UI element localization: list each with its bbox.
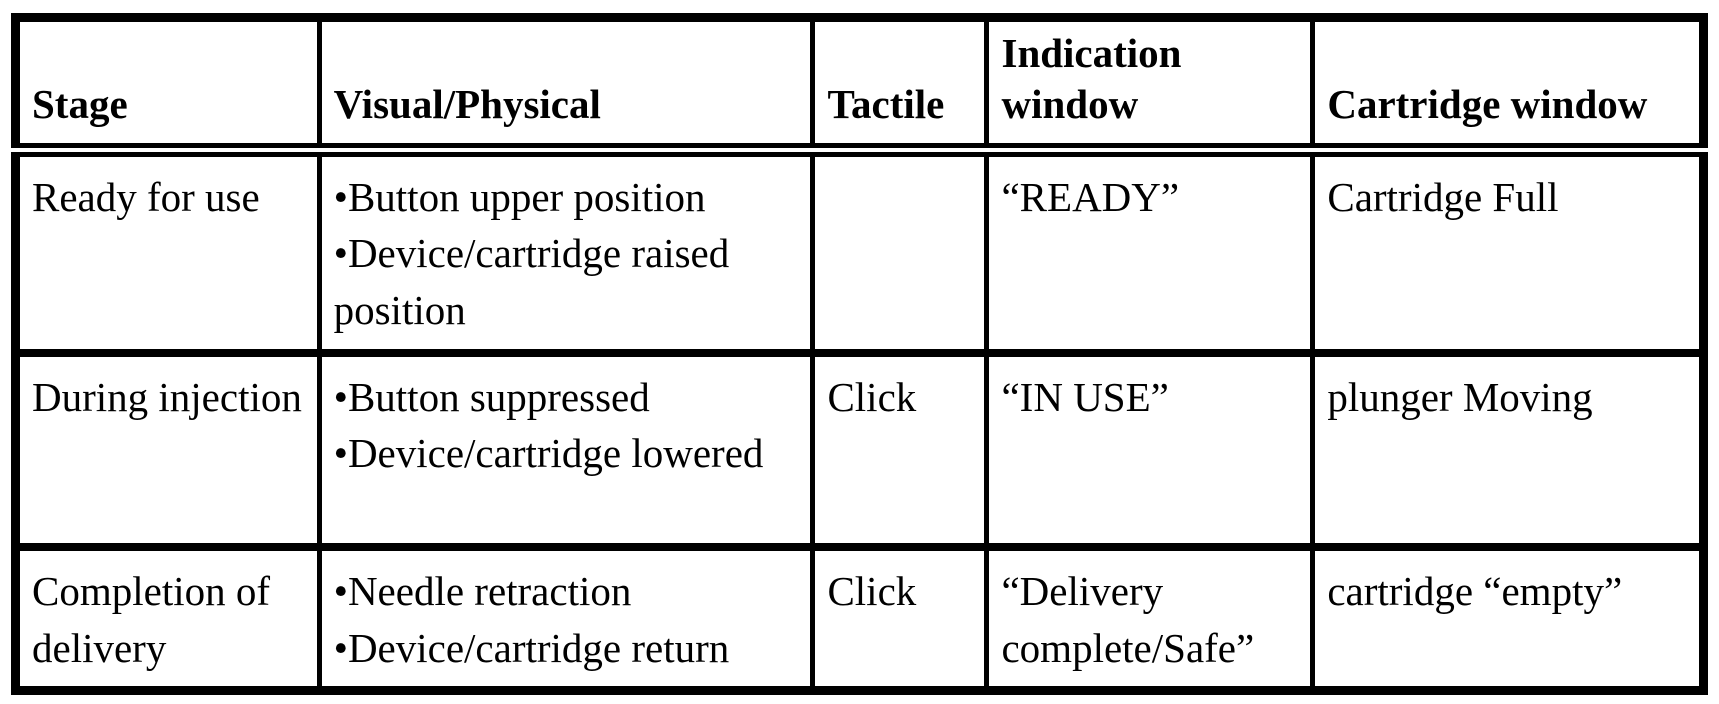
- cell-visual-physical: •Button upper position •Device/cartridge…: [316, 145, 816, 357]
- cell-indication-window: “Delivery complete/Safe”: [984, 543, 1316, 695]
- table-header-row: Stage Visual/Physical Tactile Indication…: [13, 13, 1706, 157]
- table-row-completion-of-delivery: Completion of delivery •Needle retractio…: [13, 543, 1706, 695]
- column-header-indication-window: Indication window: [984, 13, 1316, 157]
- cell-indication-window: “READY”: [984, 145, 1316, 357]
- table-row-ready-for-use: Ready for use •Button upper position •De…: [13, 145, 1706, 357]
- cell-tactile: Click: [810, 348, 990, 552]
- device-stage-table: Stage Visual/Physical Tactile Indication…: [11, 13, 1708, 695]
- cell-cartridge-window: cartridge “empty”: [1310, 543, 1706, 695]
- cell-visual-physical: •Button suppressed •Device/cartridge low…: [316, 348, 816, 552]
- cell-cartridge-window: plunger Moving: [1310, 348, 1706, 552]
- cell-indication-window: “IN USE”: [984, 348, 1316, 552]
- cell-tactile: Click: [810, 543, 990, 695]
- column-header-cartridge-window: Cartridge window: [1310, 13, 1706, 157]
- cell-tactile: [810, 145, 990, 357]
- cell-stage: Completion of delivery: [13, 543, 322, 695]
- cell-visual-physical: •Needle retraction •Device/cartridge ret…: [316, 543, 816, 695]
- cell-cartridge-window: Cartridge Full: [1310, 145, 1706, 357]
- column-header-tactile: Tactile: [810, 13, 990, 157]
- column-header-visual-physical: Visual/Physical: [316, 13, 816, 157]
- cell-stage: Ready for use: [13, 145, 322, 357]
- column-header-stage: Stage: [13, 13, 322, 157]
- table-row-during-injection: During injection •Button suppressed •Dev…: [13, 348, 1706, 552]
- cell-stage: During injection: [13, 348, 322, 552]
